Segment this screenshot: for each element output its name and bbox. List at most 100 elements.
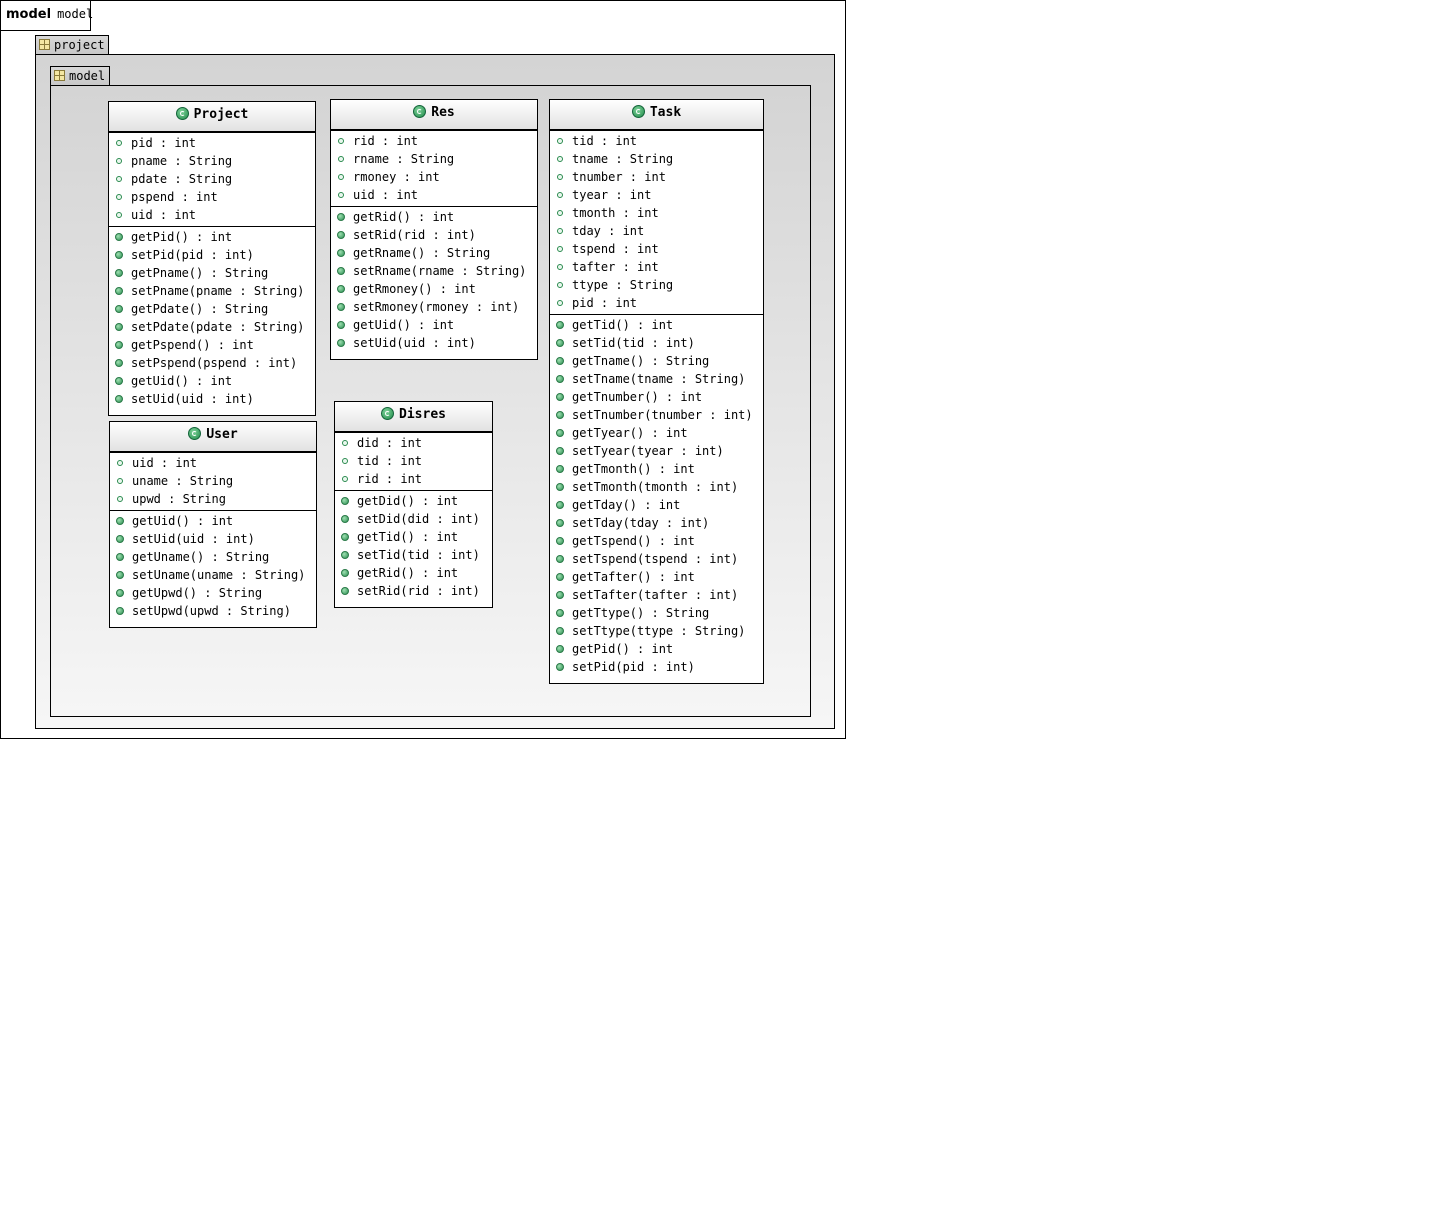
operation-row[interactable]: getUpwd() : String (110, 584, 316, 602)
attribute-row[interactable]: rmoney : int (331, 168, 537, 186)
operation-row[interactable]: setPid(pid : int) (109, 246, 315, 264)
operation-row[interactable]: setPid(pid : int) (550, 658, 763, 676)
attribute-row[interactable]: did : int (335, 434, 492, 452)
attribute-row[interactable]: pspend : int (109, 188, 315, 206)
operation-row[interactable]: setUid(uid : int) (110, 530, 316, 548)
operation-text: getTmonth() : int (572, 462, 695, 476)
attribute-row[interactable]: uid : int (110, 454, 316, 472)
operation-row[interactable]: setTid(tid : int) (550, 334, 763, 352)
operation-row[interactable]: getTday() : int (550, 496, 763, 514)
operation-row[interactable]: getUid() : int (331, 316, 537, 334)
attribute-row[interactable]: tspend : int (550, 240, 763, 258)
attribute-row[interactable]: rname : String (331, 150, 537, 168)
operation-visibility-icon (556, 645, 564, 653)
operation-row[interactable]: setTnumber(tnumber : int) (550, 406, 763, 424)
operation-row[interactable]: setTday(tday : int) (550, 514, 763, 532)
operation-row[interactable]: setRmoney(rmoney : int) (331, 298, 537, 316)
operation-text: setRmoney(rmoney : int) (353, 300, 520, 314)
operation-row[interactable]: setPdate(pdate : String) (109, 318, 315, 336)
operation-row[interactable]: setDid(did : int) (335, 510, 492, 528)
operation-visibility-icon (115, 269, 123, 277)
attribute-row[interactable]: tid : int (550, 132, 763, 150)
operation-text: setUname(uname : String) (132, 568, 306, 582)
operation-row[interactable]: getRmoney() : int (331, 280, 537, 298)
attribute-text: tname : String (572, 152, 674, 166)
attribute-row[interactable]: tid : int (335, 452, 492, 470)
operation-row[interactable]: setUpwd(upwd : String) (110, 602, 316, 620)
operation-row[interactable]: setTmonth(tmonth : int) (550, 478, 763, 496)
operation-row[interactable]: setRid(rid : int) (331, 226, 537, 244)
operation-text: setTnumber(tnumber : int) (572, 408, 753, 422)
operation-row[interactable]: getRid() : int (331, 208, 537, 226)
operation-row[interactable]: getTafter() : int (550, 568, 763, 586)
attribute-row[interactable]: pdate : String (109, 170, 315, 188)
attribute-row[interactable]: uid : int (331, 186, 537, 204)
operation-row[interactable]: setTafter(tafter : int) (550, 586, 763, 604)
operation-visibility-icon (556, 411, 564, 419)
operation-row[interactable]: setUname(uname : String) (110, 566, 316, 584)
operation-visibility-icon (556, 573, 564, 581)
operation-row[interactable]: getUid() : int (110, 512, 316, 530)
operation-row[interactable]: getPdate() : String (109, 300, 315, 318)
operation-row[interactable]: getTname() : String (550, 352, 763, 370)
package-tab-model[interactable]: model (50, 66, 110, 85)
operation-row[interactable]: getPspend() : int (109, 336, 315, 354)
operation-row[interactable]: setUid(uid : int) (109, 390, 315, 408)
operation-row[interactable]: setRid(rid : int) (335, 582, 492, 600)
operation-row[interactable]: getTid() : int (335, 528, 492, 546)
attribute-row[interactable]: pname : String (109, 152, 315, 170)
attribute-row[interactable]: tmonth : int (550, 204, 763, 222)
operation-row[interactable]: getUid() : int (109, 372, 315, 390)
attribute-row[interactable]: upwd : String (110, 490, 316, 508)
operation-row[interactable]: setPname(pname : String) (109, 282, 315, 300)
operation-visibility-icon (556, 321, 564, 329)
attribute-row[interactable]: pid : int (109, 134, 315, 152)
operation-text: setUid(uid : int) (131, 392, 254, 406)
attribute-row[interactable]: rid : int (331, 132, 537, 150)
operation-row[interactable]: getPname() : String (109, 264, 315, 282)
operation-row[interactable]: getTyear() : int (550, 424, 763, 442)
operation-row[interactable]: getPid() : int (550, 640, 763, 658)
operation-row[interactable]: getRid() : int (335, 564, 492, 582)
operation-row[interactable]: getTnumber() : int (550, 388, 763, 406)
attribute-row[interactable]: tyear : int (550, 186, 763, 204)
operation-text: getPname() : String (131, 266, 269, 280)
operation-row[interactable]: getTid() : int (550, 316, 763, 334)
operation-row[interactable]: getUname() : String (110, 548, 316, 566)
operation-row[interactable]: getRname() : String (331, 244, 537, 262)
operation-row[interactable]: setTyear(tyear : int) (550, 442, 763, 460)
operation-row[interactable]: setTspend(tspend : int) (550, 550, 763, 568)
operation-row[interactable]: getTmonth() : int (550, 460, 763, 478)
operation-row[interactable]: setPspend(pspend : int) (109, 354, 315, 372)
operation-row[interactable]: getTspend() : int (550, 532, 763, 550)
operation-row[interactable]: setTtype(ttype : String) (550, 622, 763, 640)
operation-row[interactable]: getPid() : int (109, 228, 315, 246)
operation-row[interactable]: setRname(rname : String) (331, 262, 537, 280)
operation-row[interactable]: getDid() : int (335, 492, 492, 510)
operation-row[interactable]: setTid(tid : int) (335, 546, 492, 564)
attribute-row[interactable]: tafter : int (550, 258, 763, 276)
class-header: Disres (335, 402, 492, 433)
attribute-row[interactable]: uid : int (109, 206, 315, 224)
operation-text: setRname(rname : String) (353, 264, 527, 278)
operation-row[interactable]: setUid(uid : int) (331, 334, 537, 352)
package-tab-project[interactable]: project (35, 35, 109, 54)
attribute-row[interactable]: rid : int (335, 470, 492, 488)
attribute-row[interactable]: uname : String (110, 472, 316, 490)
operation-text: setPname(pname : String) (131, 284, 305, 298)
attribute-row[interactable]: ttype : String (550, 276, 763, 294)
attribute-row[interactable]: tnumber : int (550, 168, 763, 186)
attribute-row[interactable]: tday : int (550, 222, 763, 240)
operation-row[interactable]: getTtype() : String (550, 604, 763, 622)
attribute-row[interactable]: pid : int (550, 294, 763, 312)
operation-row[interactable]: setTname(tname : String) (550, 370, 763, 388)
attribute-row[interactable]: tname : String (550, 150, 763, 168)
attribute-text: uid : int (131, 208, 197, 222)
